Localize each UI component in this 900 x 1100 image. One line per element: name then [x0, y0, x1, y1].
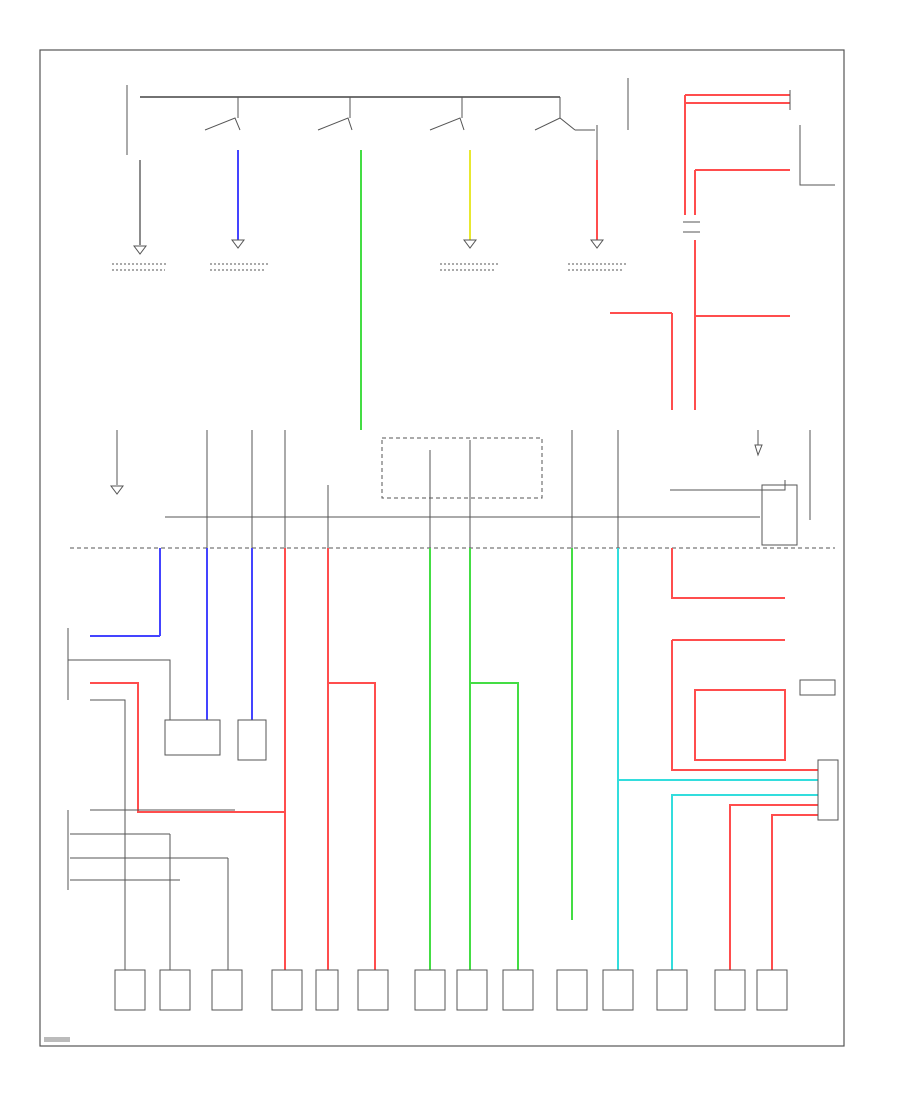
relay-switch-group	[204, 97, 598, 160]
diagram-id-mark	[44, 1037, 70, 1042]
left-connectors	[67, 628, 235, 970]
box-mid-1	[164, 719, 221, 756]
right-relay-connector	[670, 480, 786, 491]
top-right-red-wiring	[610, 78, 835, 410]
box-mid-2	[237, 719, 267, 761]
wire-red-right-1	[671, 548, 785, 599]
wire-green-3	[470, 682, 519, 970]
box-right-1	[799, 679, 836, 696]
wire-red-right-3	[671, 640, 820, 771]
wire-red-right-6	[771, 814, 820, 970]
wire-red-right-4	[694, 689, 786, 761]
wire-red-loop	[90, 682, 285, 813]
wire-cyan-2	[671, 794, 820, 970]
under-hood-box-right	[761, 484, 798, 546]
wire-red-right-5	[729, 804, 820, 970]
diagram-frame	[39, 49, 845, 1047]
ground-symbols-top	[133, 239, 604, 255]
fuse-leads	[165, 430, 760, 548]
mid-left-ground	[110, 485, 124, 495]
box-right-2	[817, 759, 839, 821]
top-connector-labels	[110, 262, 626, 274]
fuse-box-outline	[381, 437, 543, 499]
wire-red-3	[328, 682, 376, 970]
bottom-components	[114, 969, 788, 1011]
